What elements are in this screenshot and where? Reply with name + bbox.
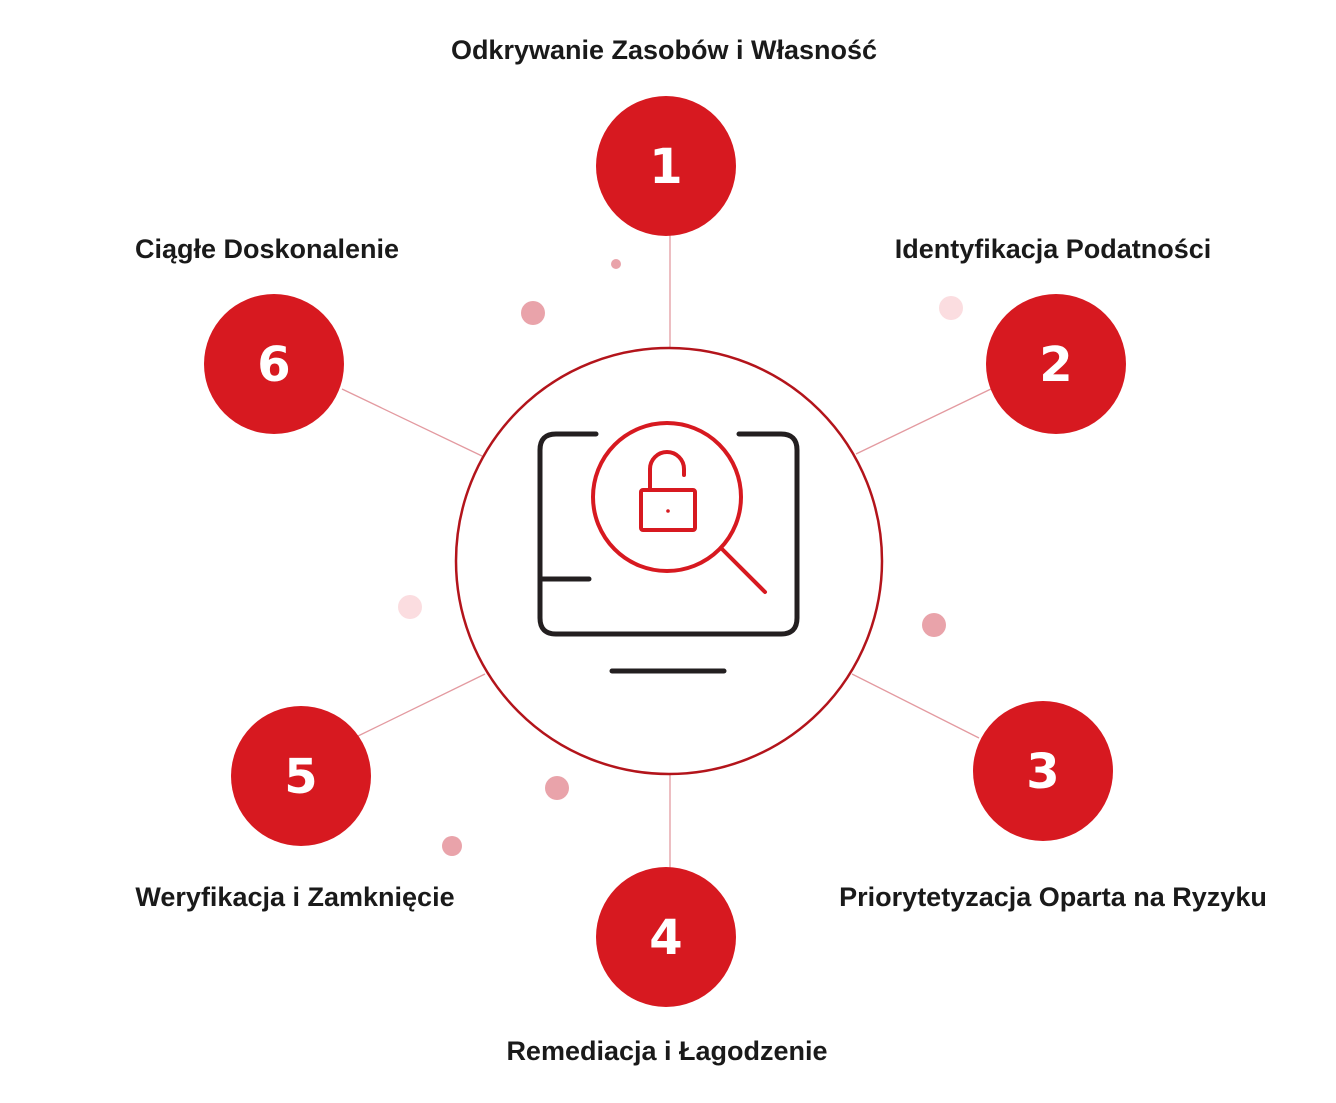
step-circle (231, 706, 371, 846)
step-number: 5 (284, 749, 317, 805)
step-label-4: Remediacja i Łagodzenie (506, 1036, 827, 1066)
step-circle (986, 294, 1126, 434)
unlocked-padlock-icon (639, 450, 697, 532)
decor-dot (398, 595, 422, 619)
decorative-dots (398, 259, 963, 856)
step-2[interactable]: 2 (986, 294, 1126, 434)
monitor-icon (537, 431, 800, 674)
decor-dot (545, 776, 569, 800)
decor-dot (939, 296, 963, 320)
step-label-6: Ciągłe Doskonalenie (135, 234, 399, 264)
step-circle (973, 701, 1113, 841)
step-number: 2 (1039, 337, 1072, 393)
step-4[interactable]: 4 (596, 867, 736, 1007)
step-circle (204, 294, 344, 434)
step-number: 4 (649, 910, 682, 966)
step-number: 6 (257, 337, 290, 393)
decor-dot (611, 259, 621, 269)
decor-dot (442, 836, 462, 856)
connector-6 (341, 388, 483, 457)
connector-2 (855, 387, 994, 455)
center-circle (454, 346, 884, 776)
connectors (341, 232, 994, 868)
step-label-1: Odkrywanie Zasobów i Własność (451, 35, 877, 65)
step-number: 3 (1026, 744, 1059, 800)
step-label-3: Priorytetyzacja Oparta na Ryzyku (839, 882, 1267, 912)
step-label-2: Identyfikacja Podatności (895, 234, 1212, 264)
step-3[interactable]: 3 (973, 701, 1113, 841)
step-number: 1 (649, 139, 682, 195)
step-circle (596, 96, 736, 236)
step-1[interactable]: 1 (596, 96, 736, 236)
step-6[interactable]: 6 (204, 294, 344, 434)
monitor-with-magnifier-and-unlocked-padlock-icon (537, 421, 800, 674)
step-5[interactable]: 5 (231, 706, 371, 846)
connector-3 (851, 673, 980, 739)
magnifier-icon (591, 421, 767, 594)
step-label-5: Weryfikacja i Zamknięcie (135, 882, 454, 912)
step-circle (596, 867, 736, 1007)
decor-dot (922, 613, 946, 637)
connector-5 (355, 673, 486, 738)
decor-dot (521, 301, 545, 325)
